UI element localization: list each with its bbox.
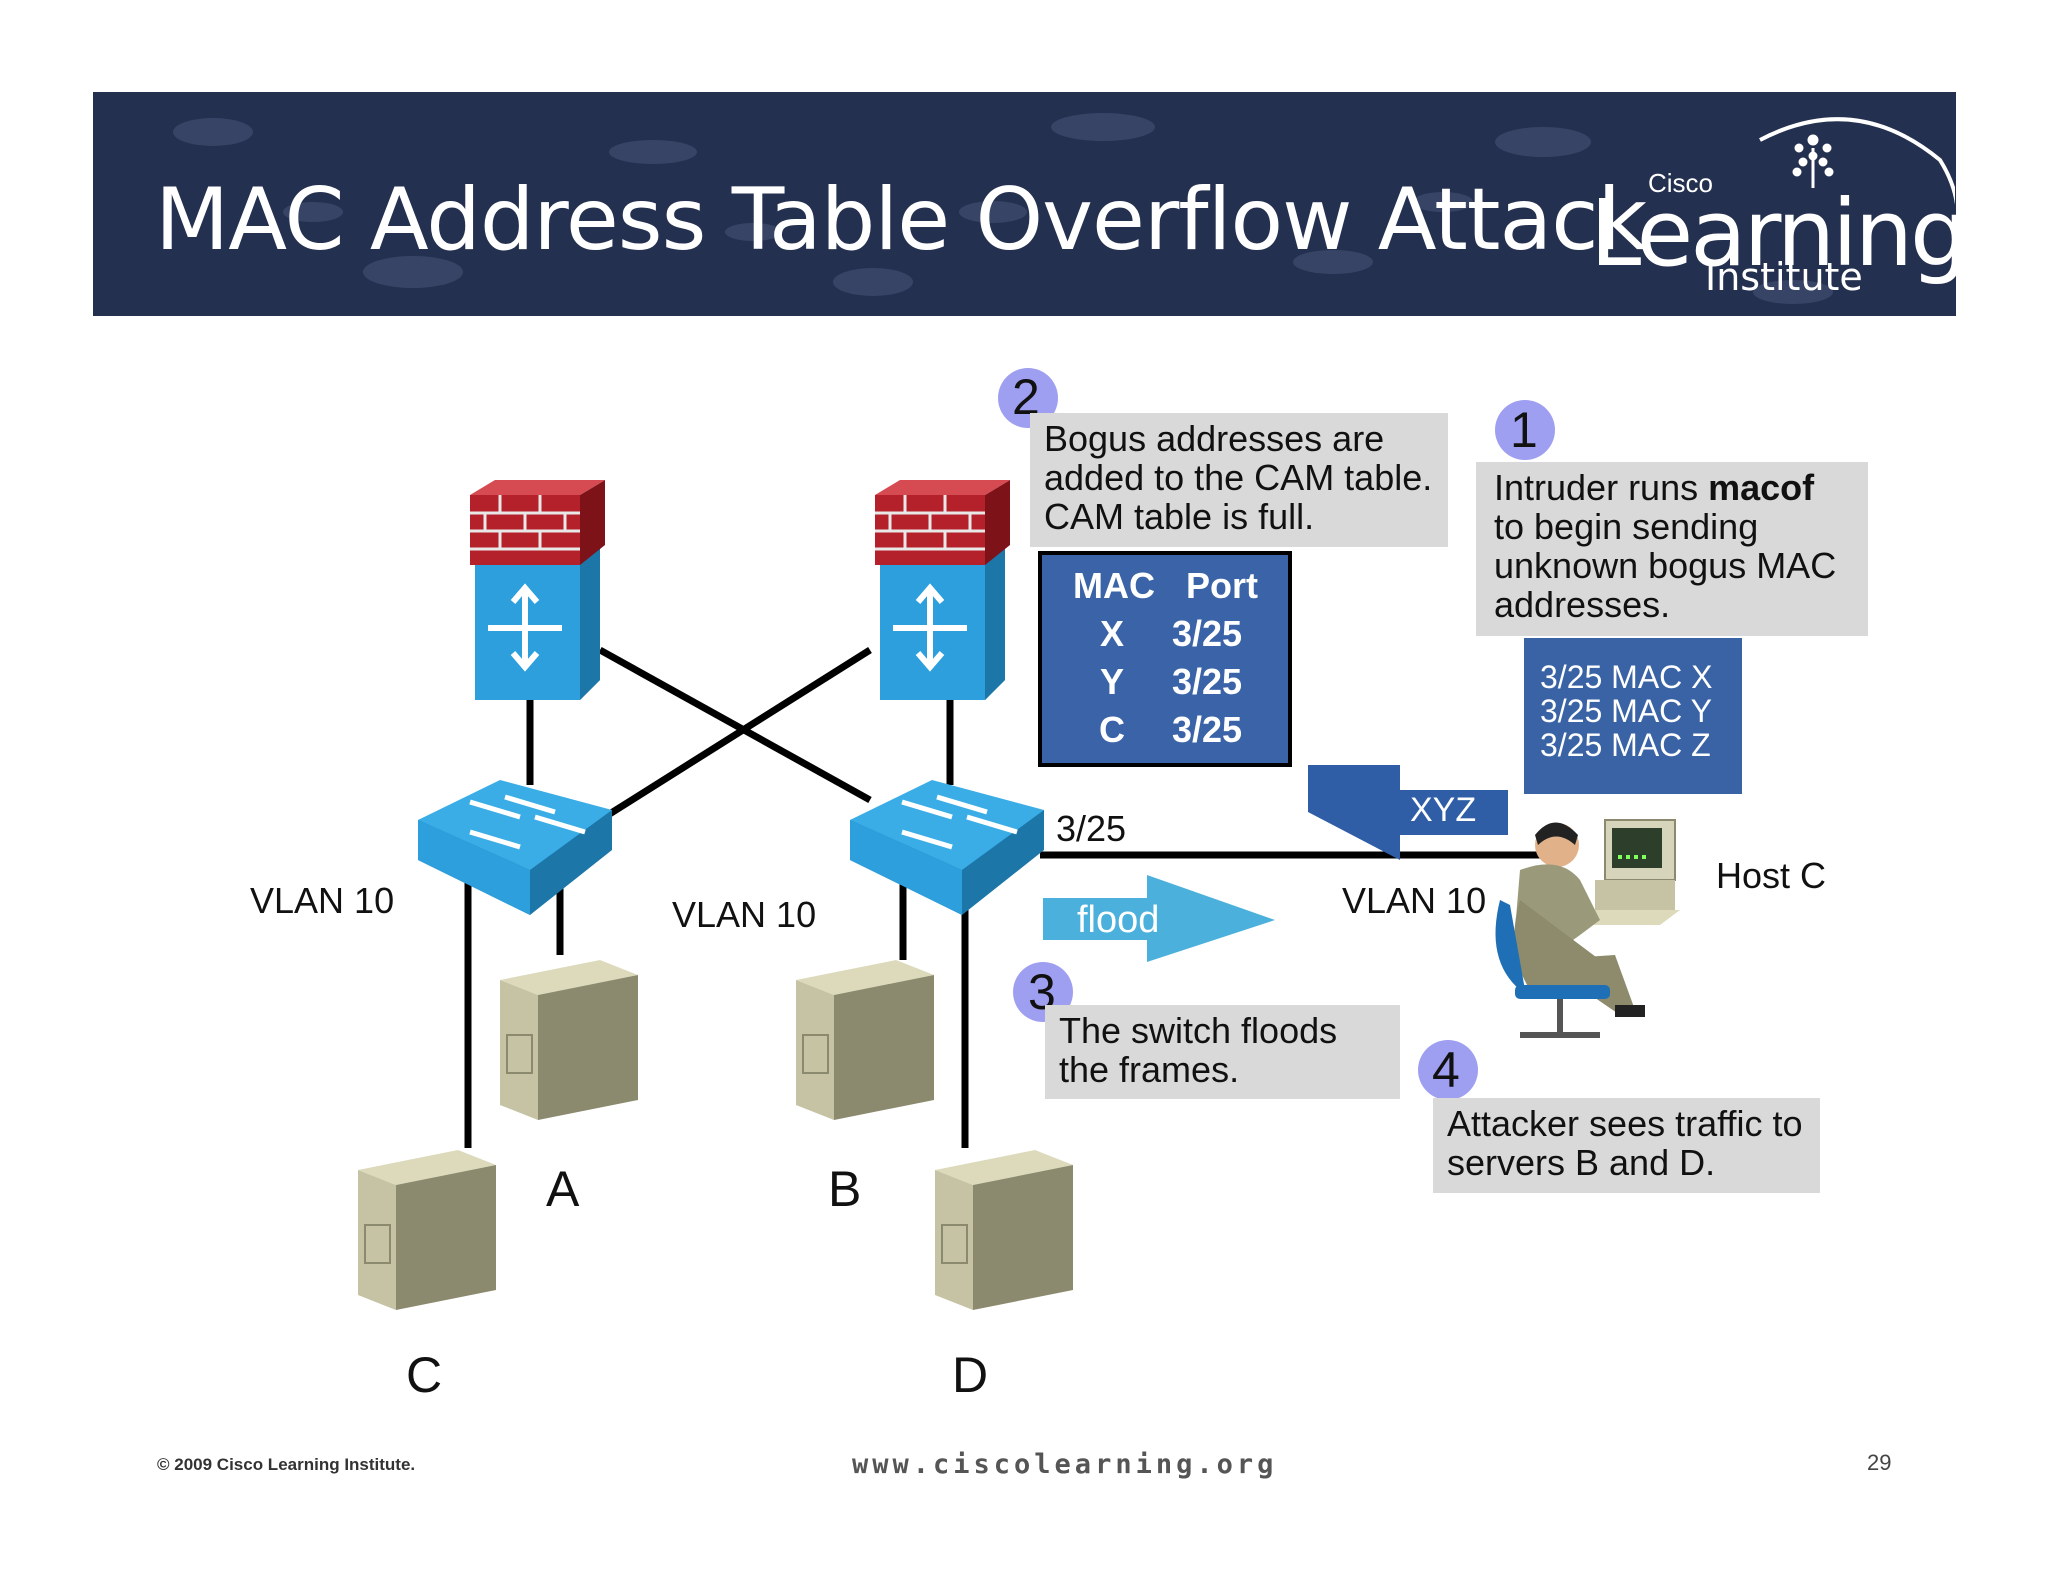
step-1-number: 1	[1510, 402, 1538, 458]
step-4-number: 4	[1432, 1042, 1460, 1098]
bogus-frames-box: 3/25 MAC X 3/25 MAC Y 3/25 MAC Z	[1524, 638, 1742, 794]
step-2-text: Bogus addresses are added to the CAM tab…	[1044, 418, 1433, 537]
step-2-callout: Bogus addresses are added to the CAM tab…	[1030, 413, 1448, 547]
step-1-badge	[1495, 400, 1555, 460]
cam-table: MAC Port X 3/25 Y 3/25 C 3/25	[1038, 551, 1292, 767]
network-links	[464, 646, 1545, 1148]
logo-cisco-text: Cisco	[1648, 168, 1714, 198]
step-1-command: macof	[1708, 467, 1815, 508]
vlan-label-right: VLAN 10	[1342, 880, 1487, 921]
server-d-icon	[935, 1150, 1073, 1310]
switch-right-icon	[850, 780, 1044, 915]
vlan-label-left: VLAN 10	[250, 880, 395, 921]
server-b-label: B	[828, 1161, 862, 1217]
step-4-text: Attacker sees traffic to servers B and D…	[1447, 1103, 1803, 1183]
title-banner: MAC Address Table Overflow Attack	[93, 92, 1956, 316]
cam-port-cell: 3/25	[1172, 709, 1243, 750]
logo-institute-text: Institute	[1705, 255, 1863, 299]
copyright-text: © 2009 Cisco Learning Institute.	[157, 1455, 416, 1474]
host-c-label: Host C	[1716, 855, 1827, 896]
step-1-text-after: to begin sending unknown bogus MAC addre…	[1494, 506, 1837, 625]
server-a-label: A	[546, 1161, 580, 1217]
xyz-arrow-label: XYZ	[1410, 791, 1477, 829]
cisco-learning-logo-icon	[1759, 117, 1955, 240]
bogus-frame-item: 3/25 MAC Z	[1540, 727, 1711, 763]
xyz-arrow-icon	[1308, 765, 1508, 860]
attacker-host-icon	[1495, 819, 1680, 1038]
step-4-callout: Attacker sees traffic to servers B and D…	[1433, 1098, 1820, 1193]
server-a-icon	[500, 960, 638, 1120]
bogus-frame-item: 3/25 MAC X	[1540, 659, 1713, 695]
cam-mac-cell: C	[1099, 709, 1125, 750]
cam-port-cell: 3/25	[1172, 613, 1243, 654]
server-c-icon	[358, 1150, 496, 1310]
vlan-label-middle: VLAN 10	[672, 894, 817, 935]
server-c-label: C	[406, 1347, 443, 1403]
switch-left-icon	[418, 780, 612, 915]
flood-arrow-label: flood	[1077, 899, 1160, 941]
firewall-right-icon	[875, 480, 1010, 700]
cam-mac-cell: X	[1099, 613, 1124, 654]
cam-header-mac: MAC	[1073, 565, 1155, 606]
cam-header-port: Port	[1186, 565, 1258, 606]
footer-url: www.ciscolearning.org	[852, 1449, 1278, 1480]
cam-mac-cell: Y	[1099, 661, 1124, 702]
slide-title: MAC Address Table Overflow Attack	[155, 170, 1647, 270]
banner-texture	[173, 113, 1833, 304]
firewall-left-icon	[470, 480, 605, 700]
step-1-text-before: Intruder runs	[1494, 467, 1709, 508]
server-d-label: D	[952, 1347, 989, 1403]
bogus-frame-item: 3/25 MAC Y	[1540, 693, 1712, 729]
server-b-icon	[796, 960, 934, 1120]
step-1-callout: Intruder runs macof to begin sending unk…	[1476, 462, 1868, 636]
step-3-text: The switch floods the frames.	[1059, 1010, 1338, 1090]
cam-port-cell: 3/25	[1172, 661, 1243, 702]
logo-learning-text: Learning	[1590, 180, 1968, 287]
flood-arrow-icon	[1043, 875, 1275, 962]
page-number: 29	[1867, 1450, 1892, 1475]
port-label: 3/25	[1056, 808, 1127, 849]
step-4-badge	[1418, 1040, 1478, 1100]
step-3-callout: The switch floods the frames.	[1045, 1005, 1400, 1099]
